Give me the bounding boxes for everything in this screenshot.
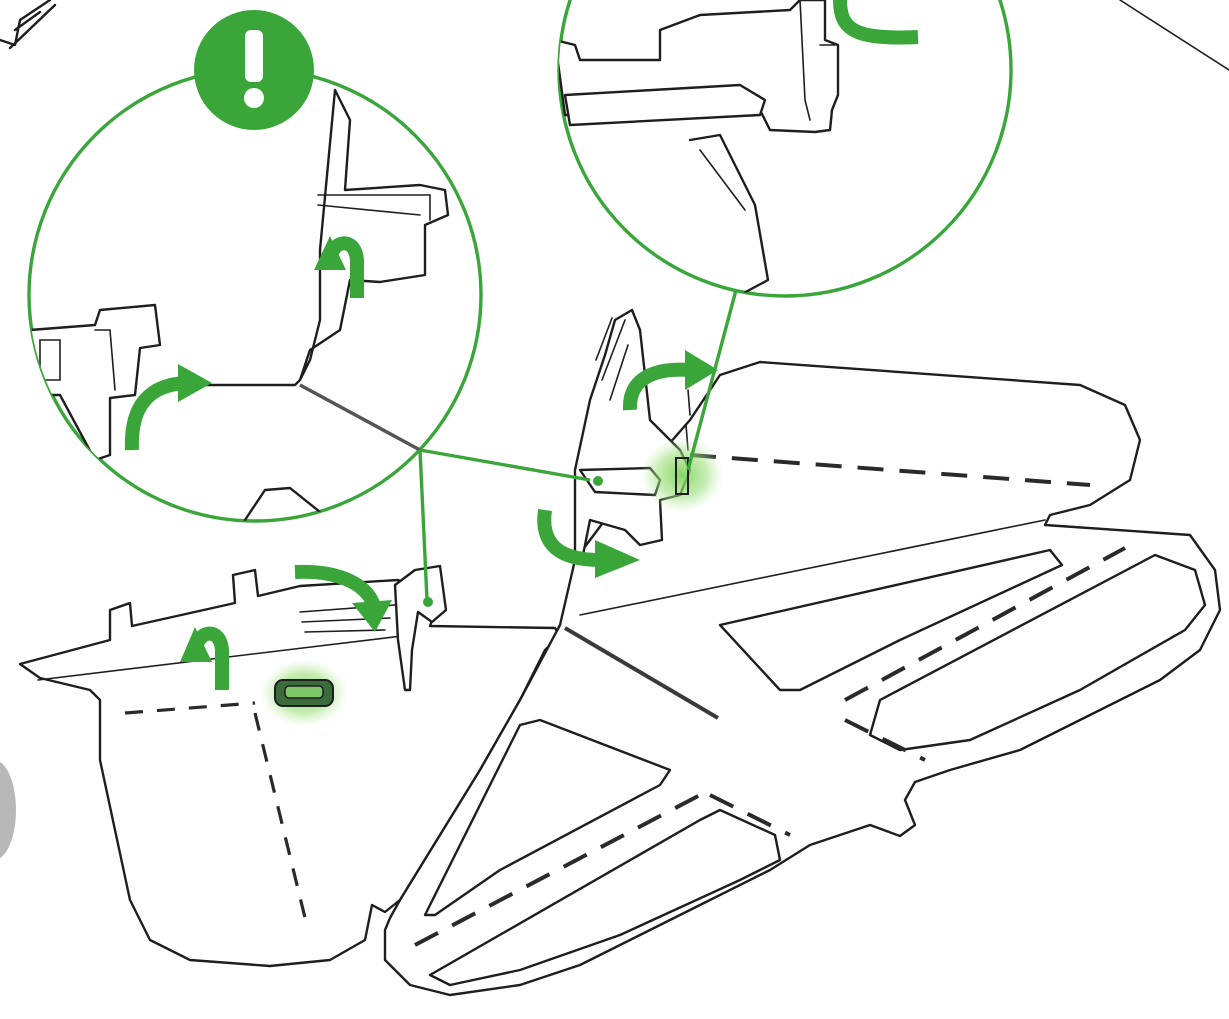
detail-circle-right xyxy=(555,0,1011,300)
corner-fragment xyxy=(0,0,55,48)
warning-badge: ! xyxy=(194,10,314,130)
side-grey-dot xyxy=(0,760,16,860)
corner-line-right xyxy=(1120,0,1229,70)
center-hook-dot xyxy=(593,476,603,486)
detail-circle-left xyxy=(29,69,481,521)
glow-center-tab xyxy=(640,437,724,513)
